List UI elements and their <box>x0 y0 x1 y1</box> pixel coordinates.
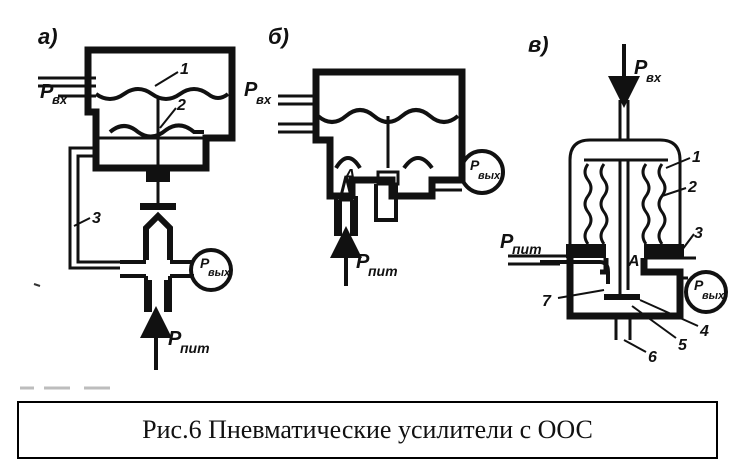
panel-c-p-supply-sub: пит <box>512 241 542 257</box>
panel-b-letter: б) <box>268 24 289 49</box>
panel-c-p-out-sub: вых <box>702 290 725 302</box>
panel-c-lower-body <box>566 258 684 320</box>
panel-c-callout-6: 6 <box>648 349 657 366</box>
figure-caption: Рис.6 Пневматические усилители с ООС <box>142 415 593 444</box>
panel-c-callout-2: 2 <box>687 179 697 196</box>
panel-c-output-gauge <box>684 270 728 314</box>
panel-c: в) P вх P пит A <box>500 32 728 366</box>
panel-c-p-in-sub: вх <box>646 70 662 85</box>
panel-b-p-supply-sub: пит <box>368 263 398 279</box>
panel-c-callout-1: 1 <box>692 149 701 166</box>
panel-b-point-a: A <box>343 167 356 184</box>
panel-b-p-in-sub: вх <box>256 92 272 107</box>
panel-c-p-out: P <box>694 277 704 293</box>
panel-a: а) P вых P пит P вх 1 <box>33 24 236 370</box>
panel-a-p-supply: P <box>168 328 182 350</box>
panel-a-diaphragm-2 <box>108 123 204 139</box>
panel-a-callout-3: 3 <box>92 210 101 227</box>
panel-c-callout-7: 7 <box>542 293 552 310</box>
panel-a-p-supply-sub: пит <box>180 340 210 356</box>
panel-b-p-in: P <box>244 79 258 101</box>
panel-a-p-in-sub: вх <box>52 92 68 107</box>
panel-a-callout-2: 2 <box>176 97 186 114</box>
panel-c-valve-plate <box>604 294 640 300</box>
panel-a-callout-1: 1 <box>180 61 189 78</box>
panel-c-housing <box>568 138 682 250</box>
panel-b-p-supply: P <box>356 251 370 273</box>
panel-c-point-a: A <box>627 253 640 270</box>
panel-a-p-out-sub: вых <box>208 267 231 279</box>
panel-c-bellows-left <box>583 163 593 245</box>
panel-c-p-in: P <box>634 57 648 79</box>
panel-a-p-in: P <box>40 81 54 103</box>
panel-c-bellows-right <box>641 163 651 245</box>
panel-a-flapper <box>140 203 176 210</box>
panel-b-p-out: P <box>470 157 480 173</box>
panel-a-stem-block <box>146 168 170 182</box>
panel-a-housing <box>84 46 236 172</box>
panel-a-p-out: P <box>200 255 210 271</box>
panel-c-letter: в) <box>528 32 549 57</box>
panel-c-callout-5: 5 <box>678 337 688 354</box>
panel-c-p-supply: P <box>500 231 514 253</box>
panel-b-p-out-sub: вых <box>478 170 501 182</box>
panel-a-output-gauge <box>189 248 233 292</box>
panel-c-callout-3: 3 <box>694 225 703 242</box>
panel-b: б) A P пит P вых P вх <box>244 24 505 286</box>
panel-c-callout-4: 4 <box>699 323 709 340</box>
caption-box: Рис.6 Пневматические усилители с ООС <box>17 401 718 459</box>
panel-a-letter: а) <box>38 24 58 49</box>
panel-a-diaphragm-1 <box>94 87 230 101</box>
panel-b-output-gauge <box>459 149 505 195</box>
